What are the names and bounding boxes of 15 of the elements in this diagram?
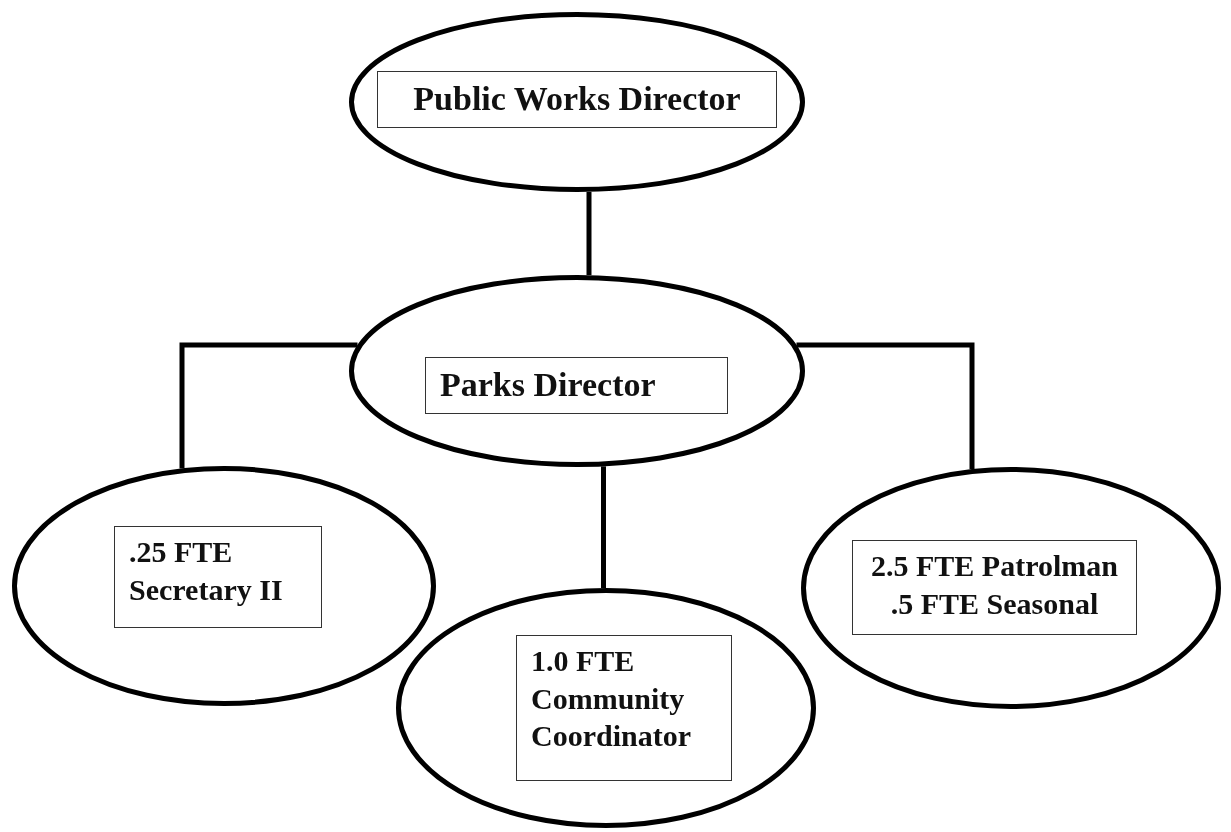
- connector-line: [796, 342, 975, 470]
- title-box: 1.0 FTE Community Coordinator: [516, 635, 732, 781]
- connector-line: [601, 466, 606, 588]
- title-box: Parks Director: [425, 357, 728, 414]
- position-ellipse: [801, 467, 1221, 709]
- position-text: 2.5 FTE Patrolman: [870, 548, 1119, 584]
- title-box: .25 FTE Secretary II: [114, 526, 322, 628]
- title-box: Public Works Director: [377, 71, 777, 128]
- position-ellipse: [349, 275, 805, 467]
- connector-line: [179, 342, 358, 469]
- position-ellipse: [12, 466, 436, 706]
- position-ellipse: [349, 12, 805, 192]
- position-ellipse: [396, 588, 816, 828]
- connector-line: [586, 191, 592, 276]
- position-text: .5 FTE Seasonal: [889, 585, 1100, 622]
